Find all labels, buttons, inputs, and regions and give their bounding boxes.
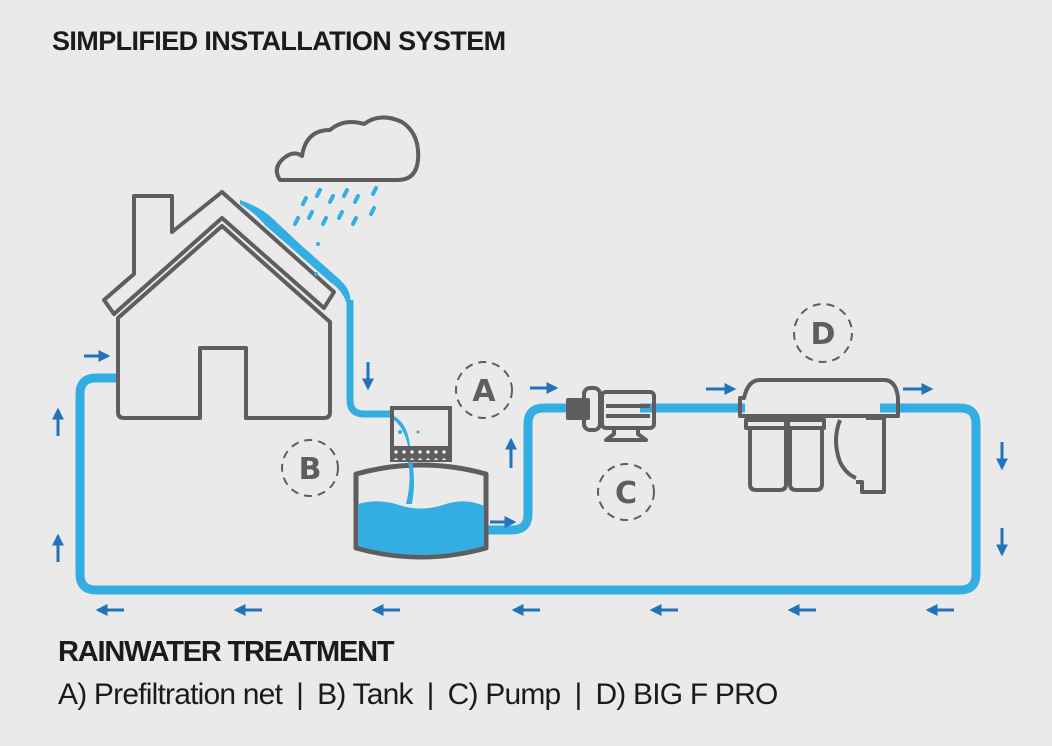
legend-separator: | (426, 678, 435, 711)
cloud-icon (274, 115, 421, 182)
flow-arrows (52, 350, 1008, 616)
legend-heading: RAINWATER TREATMENT (58, 636, 395, 668)
prefilter-net-icon (390, 406, 452, 462)
legend-item-c: C) Pump (447, 678, 562, 711)
downpipe (346, 300, 392, 418)
badge-c: C (597, 463, 655, 521)
legend-separator: | (574, 678, 582, 711)
rain-icon (293, 186, 378, 226)
badge-b: B (281, 439, 339, 497)
roof-runoff (240, 200, 351, 302)
tank-to-pump-pipe (488, 403, 570, 535)
pump-icon (566, 386, 656, 442)
badge-d: D (793, 303, 853, 363)
legend-item-d: D) BIG F PRO (595, 678, 778, 711)
badge-b-label: B (299, 452, 322, 487)
big-f-pro-filter-icon (738, 378, 900, 494)
badge-a: A (455, 361, 513, 419)
tank-icon (353, 462, 489, 560)
legend-item-b: B) Tank (317, 678, 413, 711)
legend-items: A) Prefiltration net | B) Tank | C) Pump | D) … (58, 678, 778, 712)
legend-separator: | (296, 678, 304, 711)
badge-c-label: C (615, 476, 637, 511)
badge-a-label: A (472, 374, 496, 409)
return-pipe (75, 373, 981, 595)
diagram-title: SIMPLIFIED INSTALLATION SYSTEM (52, 26, 506, 56)
legend-item-a: A) Prefiltration net (58, 678, 283, 711)
badge-d-label: D (811, 317, 836, 352)
house-icon (102, 190, 336, 420)
